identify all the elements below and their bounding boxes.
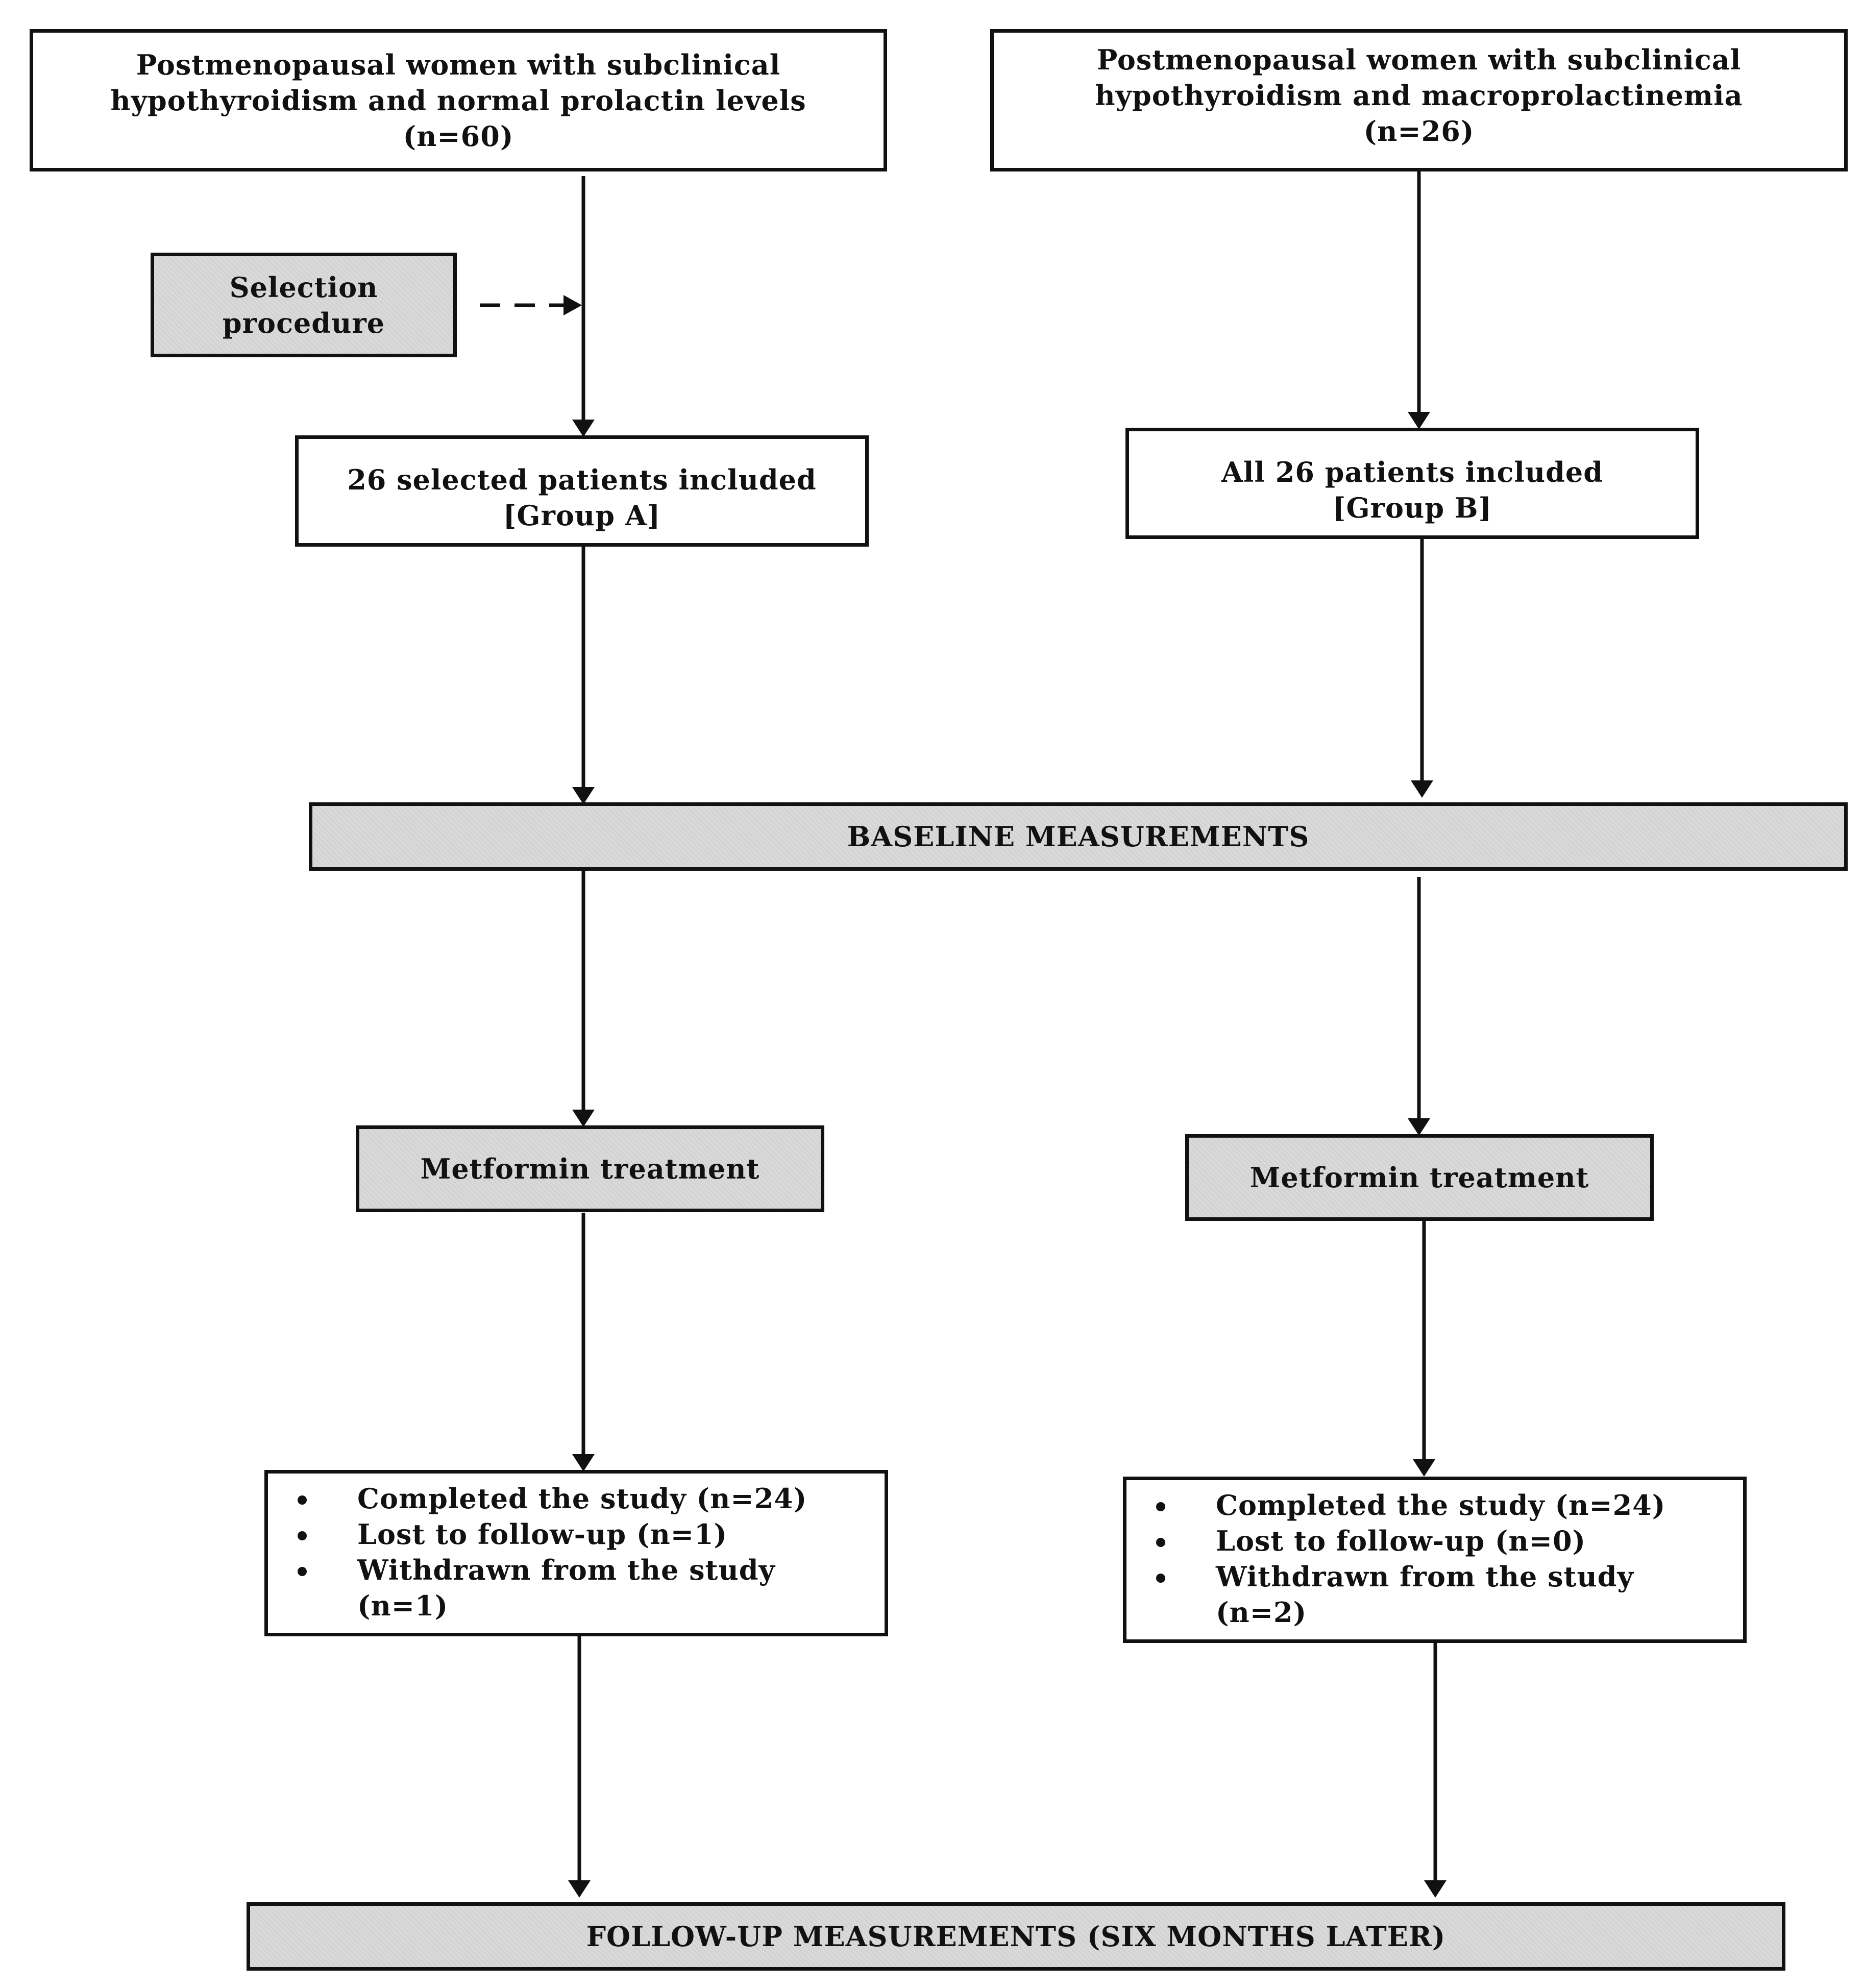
group-b-box: All 26 patients included [Group B] bbox=[1125, 428, 1699, 539]
group-a-line-1: 26 selected patients included bbox=[347, 463, 817, 496]
outcome-b-withdrawn-text: Withdrawn from the study bbox=[1216, 1560, 1634, 1593]
top-right-population-box: Postmenopausal women with subclinical hy… bbox=[990, 29, 1848, 171]
outcome-a-withdrawn: Withdrawn from the study(n=1) bbox=[268, 1552, 807, 1624]
arrow-group-b-to-baseline bbox=[1411, 538, 1433, 798]
arrow-group-a-to-baseline bbox=[572, 545, 595, 804]
top-right-line-1: Postmenopausal women with subclinical bbox=[1096, 43, 1742, 76]
outcome-a-lost: Lost to follow-up (n=1) bbox=[268, 1516, 807, 1552]
metformin-b-label: Metformin treatment bbox=[1249, 1161, 1589, 1194]
top-right-line-2: hypothyroidism and macroprolactinemia bbox=[1095, 79, 1743, 112]
outcome-a-list: Completed the study (n=24) Lost to follo… bbox=[268, 1481, 807, 1624]
arrow-metformin-a-to-outcome-a bbox=[572, 1213, 595, 1471]
top-left-line-1: Postmenopausal women with subclinical bbox=[136, 48, 781, 81]
selection-procedure-box: Selection procedure bbox=[151, 253, 457, 357]
baseline-measurements-box: BASELINE MEASUREMENTS bbox=[309, 802, 1848, 871]
metformin-treatment-a-box: Metformin treatment bbox=[356, 1125, 824, 1212]
arrow-baseline-to-metformin-b bbox=[1408, 877, 1430, 1136]
dashed-arrow-selection bbox=[480, 295, 582, 315]
selection-line-2: procedure bbox=[222, 306, 385, 339]
arrow-baseline-to-metformin-a bbox=[572, 870, 595, 1127]
baseline-label: BASELINE MEASUREMENTS bbox=[847, 820, 1310, 853]
arrow-outcome-b-to-followup bbox=[1424, 1642, 1447, 1898]
outcome-b-lost: Lost to follow-up (n=0) bbox=[1126, 1523, 1665, 1559]
outcome-a-box: Completed the study (n=24) Lost to follo… bbox=[264, 1470, 888, 1636]
top-left-line-3: (n=60) bbox=[403, 119, 514, 153]
group-a-line-2: [Group A] bbox=[503, 499, 661, 532]
outcome-a-withdrawn-text: Withdrawn from the study bbox=[357, 1554, 775, 1586]
outcome-b-completed: Completed the study (n=24) bbox=[1126, 1487, 1665, 1523]
arrow-outcome-a-to-followup bbox=[568, 1636, 591, 1898]
top-left-population-box: Postmenopausal women with subclinical hy… bbox=[30, 29, 887, 171]
outcome-a-completed: Completed the study (n=24) bbox=[268, 1481, 807, 1516]
followup-label: FOLLOW-UP MEASUREMENTS (SIX MONTHS LATER… bbox=[586, 1920, 1446, 1953]
outcome-b-list: Completed the study (n=24) Lost to follo… bbox=[1126, 1487, 1665, 1630]
group-b-line-1: All 26 patients included bbox=[1221, 456, 1603, 488]
followup-measurements-box: FOLLOW-UP MEASUREMENTS (SIX MONTHS LATER… bbox=[247, 1902, 1785, 1971]
arrow-metformin-b-to-outcome-b bbox=[1413, 1221, 1435, 1477]
metformin-treatment-b-box: Metformin treatment bbox=[1185, 1134, 1654, 1221]
top-left-line-2: hypothyroidism and normal prolactin leve… bbox=[110, 84, 806, 117]
group-b-line-2: [Group B] bbox=[1332, 492, 1492, 524]
group-a-box: 26 selected patients included [Group A] bbox=[295, 435, 869, 547]
arrow-topleft-to-group-a bbox=[572, 176, 595, 437]
outcome-a-withdrawn-count: (n=1) bbox=[357, 1589, 449, 1622]
outcome-b-box: Completed the study (n=24) Lost to follo… bbox=[1123, 1477, 1747, 1643]
outcome-b-withdrawn: Withdrawn from the study(n=2) bbox=[1126, 1559, 1665, 1630]
selection-line-1: Selection bbox=[229, 271, 378, 304]
metformin-a-label: Metformin treatment bbox=[420, 1152, 760, 1185]
outcome-b-withdrawn-count: (n=2) bbox=[1216, 1596, 1307, 1629]
arrow-topright-to-group-b bbox=[1408, 171, 1430, 429]
top-right-line-3: (n=26) bbox=[1363, 115, 1475, 148]
